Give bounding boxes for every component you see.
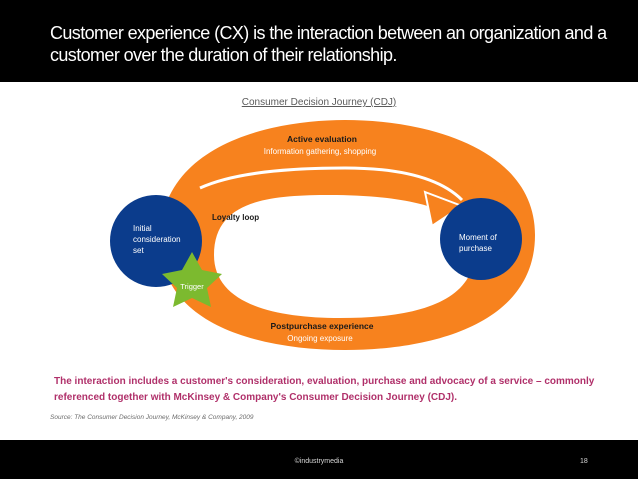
trigger-star-icon <box>162 252 222 307</box>
initial-consideration-label: Initial consideration set <box>133 224 183 255</box>
postpurchase-subtitle: Ongoing exposure <box>287 334 353 343</box>
moment-of-purchase-circle <box>440 198 522 280</box>
arrow-head-loyalty <box>423 190 465 228</box>
active-evaluation-title: Active evaluation <box>287 134 357 144</box>
cdj-diagram: Active evaluation Information gathering,… <box>110 120 535 350</box>
moment-of-purchase-label: Moment of purchase <box>459 233 499 253</box>
diagram-title: Consumer Decision Journey (CDJ) <box>241 97 397 108</box>
active-evaluation-subtitle: Information gathering, shopping <box>264 147 377 156</box>
caption-text: The interaction includes a customer's co… <box>54 376 595 403</box>
trigger-label: Trigger <box>180 282 204 291</box>
page-number: 18 <box>580 458 588 465</box>
loyalty-loop-label: Loyalty loop <box>212 213 259 222</box>
arrow-head-upper <box>470 158 512 212</box>
initial-consideration-circle <box>110 195 202 287</box>
source-note: Source: The Consumer Decision Journey, M… <box>50 414 254 421</box>
footer-bar: ©industrymedia 18 <box>0 440 638 479</box>
header-bar: Customer experience (CX) is the interact… <box>0 0 638 82</box>
footer-credit: ©industrymedia <box>294 458 344 465</box>
slide-title: Customer experience (CX) is the interact… <box>50 23 607 65</box>
loop-separator <box>199 166 464 202</box>
journey-ring <box>160 120 535 350</box>
postpurchase-title: Postpurchase experience <box>271 321 374 331</box>
